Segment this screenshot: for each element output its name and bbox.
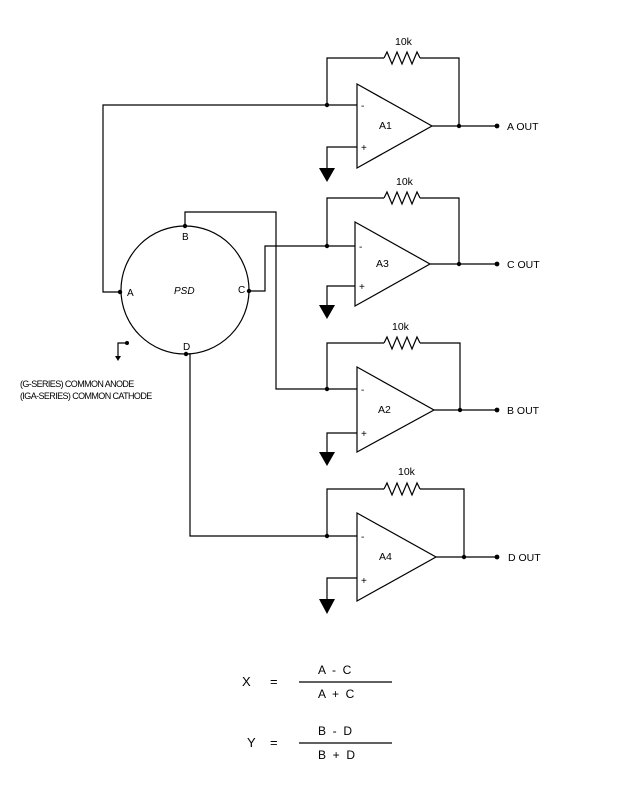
equation-y: Y = B - D B + D bbox=[247, 724, 392, 762]
output-d-label: D OUT bbox=[508, 552, 541, 564]
wire-c bbox=[249, 245, 357, 292]
equation-x-numerator: A - C bbox=[318, 663, 352, 677]
opamp-a2-minus: - bbox=[361, 385, 364, 396]
wire-b bbox=[184, 211, 357, 390]
output-b-label: B OUT bbox=[507, 405, 540, 417]
opamp-a3-plus: + bbox=[359, 282, 365, 293]
equation-y-denominator: B + D bbox=[318, 748, 355, 762]
resistor-a3-value: 10k bbox=[396, 176, 414, 188]
wire-a bbox=[102, 104, 357, 293]
amplifier-a1: A1 - + 10k A OUT bbox=[319, 36, 539, 182]
ground-note-line2: (IGA-SERIES) COMMON CATHODE bbox=[20, 391, 152, 401]
ground-a4-icon bbox=[319, 599, 335, 614]
equation-x-denominator: A + C bbox=[318, 687, 355, 701]
psd-label: PSD bbox=[174, 286, 195, 297]
equation-y-equals: = bbox=[270, 735, 278, 750]
psd-ground-terminal: (G-SERIES) COMMON ANODE (IGA-SERIES) COM… bbox=[20, 341, 153, 401]
resistor-a1 bbox=[383, 50, 421, 66]
resistor-a4-value: 10k bbox=[398, 466, 416, 478]
resistor-a4 bbox=[383, 481, 421, 497]
ground-a1-icon bbox=[319, 168, 335, 182]
resistor-a3 bbox=[383, 190, 421, 206]
equation-y-numerator: B - D bbox=[318, 724, 352, 738]
opamp-a1-plus: + bbox=[361, 143, 367, 154]
opamp-a4-minus: - bbox=[361, 532, 364, 543]
output-c-label: C OUT bbox=[507, 259, 540, 271]
opamp-a4-plus: + bbox=[361, 576, 367, 587]
wire-d bbox=[185, 353, 357, 537]
opamp-a1-minus: - bbox=[361, 101, 364, 112]
opamp-a2-plus: + bbox=[361, 429, 367, 440]
psd-pin-c: C bbox=[238, 285, 245, 296]
psd-pin-a: A bbox=[127, 288, 134, 299]
resistor-a1-value: 10k bbox=[395, 36, 413, 48]
psd-pin-d: D bbox=[183, 342, 190, 353]
equation-x-equals: = bbox=[270, 674, 278, 689]
amplifier-a3: A3 - + 10k C OUT bbox=[319, 176, 540, 319]
amplifier-a2: A2 - + 10k B OUT bbox=[319, 321, 540, 466]
ground-a2-icon bbox=[319, 452, 335, 466]
resistor-a2 bbox=[383, 335, 421, 351]
equation-x: X = A - C A + C bbox=[242, 663, 392, 701]
signal-wires bbox=[102, 104, 357, 537]
ground-note-line1: (G-SERIES) COMMON ANODE bbox=[20, 379, 134, 389]
opamp-a1-label: A1 bbox=[379, 120, 392, 132]
opamp-a3-minus: - bbox=[359, 242, 362, 253]
opamp-a1 bbox=[356, 82, 434, 170]
opamp-a2-label: A2 bbox=[378, 404, 391, 416]
opamp-a4 bbox=[356, 511, 438, 603]
amplifier-a4: A4 - + 10k D OUT bbox=[319, 466, 541, 614]
psd-pin-b: B bbox=[182, 232, 189, 243]
psd-sensor: PSD A B C D bbox=[120, 225, 250, 355]
output-a-label: A OUT bbox=[507, 121, 539, 133]
opamp-a4-label: A4 bbox=[379, 551, 392, 563]
ground-a3-icon bbox=[319, 305, 335, 319]
opamp-a2 bbox=[356, 365, 436, 454]
equation-y-lhs: Y bbox=[247, 735, 256, 750]
resistor-a2-value: 10k bbox=[392, 321, 410, 333]
opamp-a3-label: A3 bbox=[376, 258, 389, 270]
equation-x-lhs: X bbox=[242, 674, 251, 689]
opamp-a3 bbox=[354, 220, 432, 308]
